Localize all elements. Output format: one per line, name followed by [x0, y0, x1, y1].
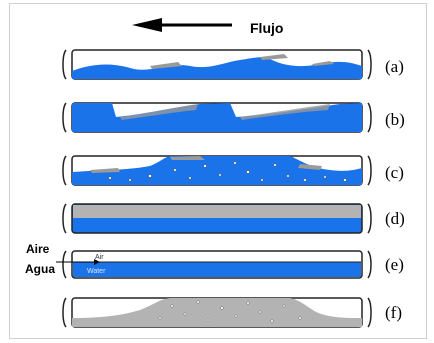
pattern-label-c: (c) [385, 163, 404, 182]
side-label-air: Aire [26, 242, 50, 256]
pattern-label-d: (d) [385, 209, 405, 228]
flow-label: Flujo [250, 20, 283, 36]
inner-label-air: Air [95, 254, 104, 261]
side-label-pointer [56, 259, 100, 265]
pattern-d [62, 203, 372, 234]
side-label-water: Agua [25, 262, 55, 276]
inner-label-water: Water [87, 268, 106, 275]
pattern-b [62, 102, 372, 133]
flow-arrow [132, 18, 232, 32]
diagram-frame [9, 3, 427, 339]
pattern-label-a: (a) [385, 57, 404, 76]
pattern-label-f: (f) [385, 303, 402, 322]
pattern-label-e: (e) [385, 255, 404, 274]
pattern-e: Air Water [62, 250, 372, 279]
pattern-f [62, 297, 372, 328]
pattern-label-b: (b) [385, 110, 405, 129]
pattern-c [62, 155, 372, 186]
pattern-a [62, 49, 372, 80]
